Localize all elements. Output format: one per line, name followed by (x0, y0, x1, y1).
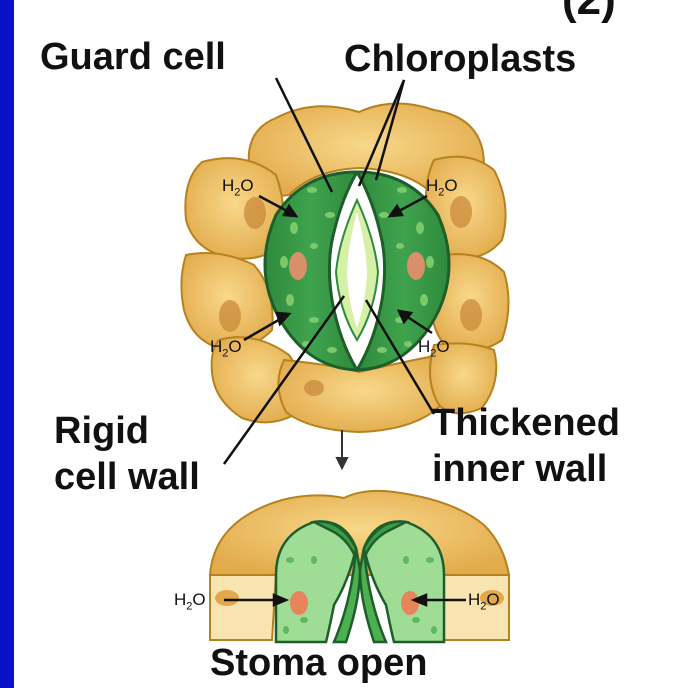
h2o-label: H2O (174, 590, 206, 612)
h2o-label: H2O (418, 337, 450, 359)
label-thickened-line1: Thickened (432, 404, 620, 442)
stomata-illustration (14, 0, 678, 688)
label-stoma-open: Stoma open (210, 644, 427, 682)
label-rigid-line2: cell wall (54, 458, 200, 496)
label-chloroplasts: Chloroplasts (344, 40, 576, 78)
label-guard-cell: Guard cell (40, 38, 226, 76)
h2o-label: H2O (222, 176, 254, 198)
h2o-label: H2O (426, 176, 458, 198)
label-rigid-line1: Rigid (54, 412, 149, 450)
h2o-label: H2O (468, 590, 500, 612)
label-thickened-line2: inner wall (432, 450, 607, 488)
transition-arrow (337, 430, 347, 468)
h2o-label: H2O (210, 337, 242, 359)
diagram-panel: (2) (14, 0, 678, 688)
